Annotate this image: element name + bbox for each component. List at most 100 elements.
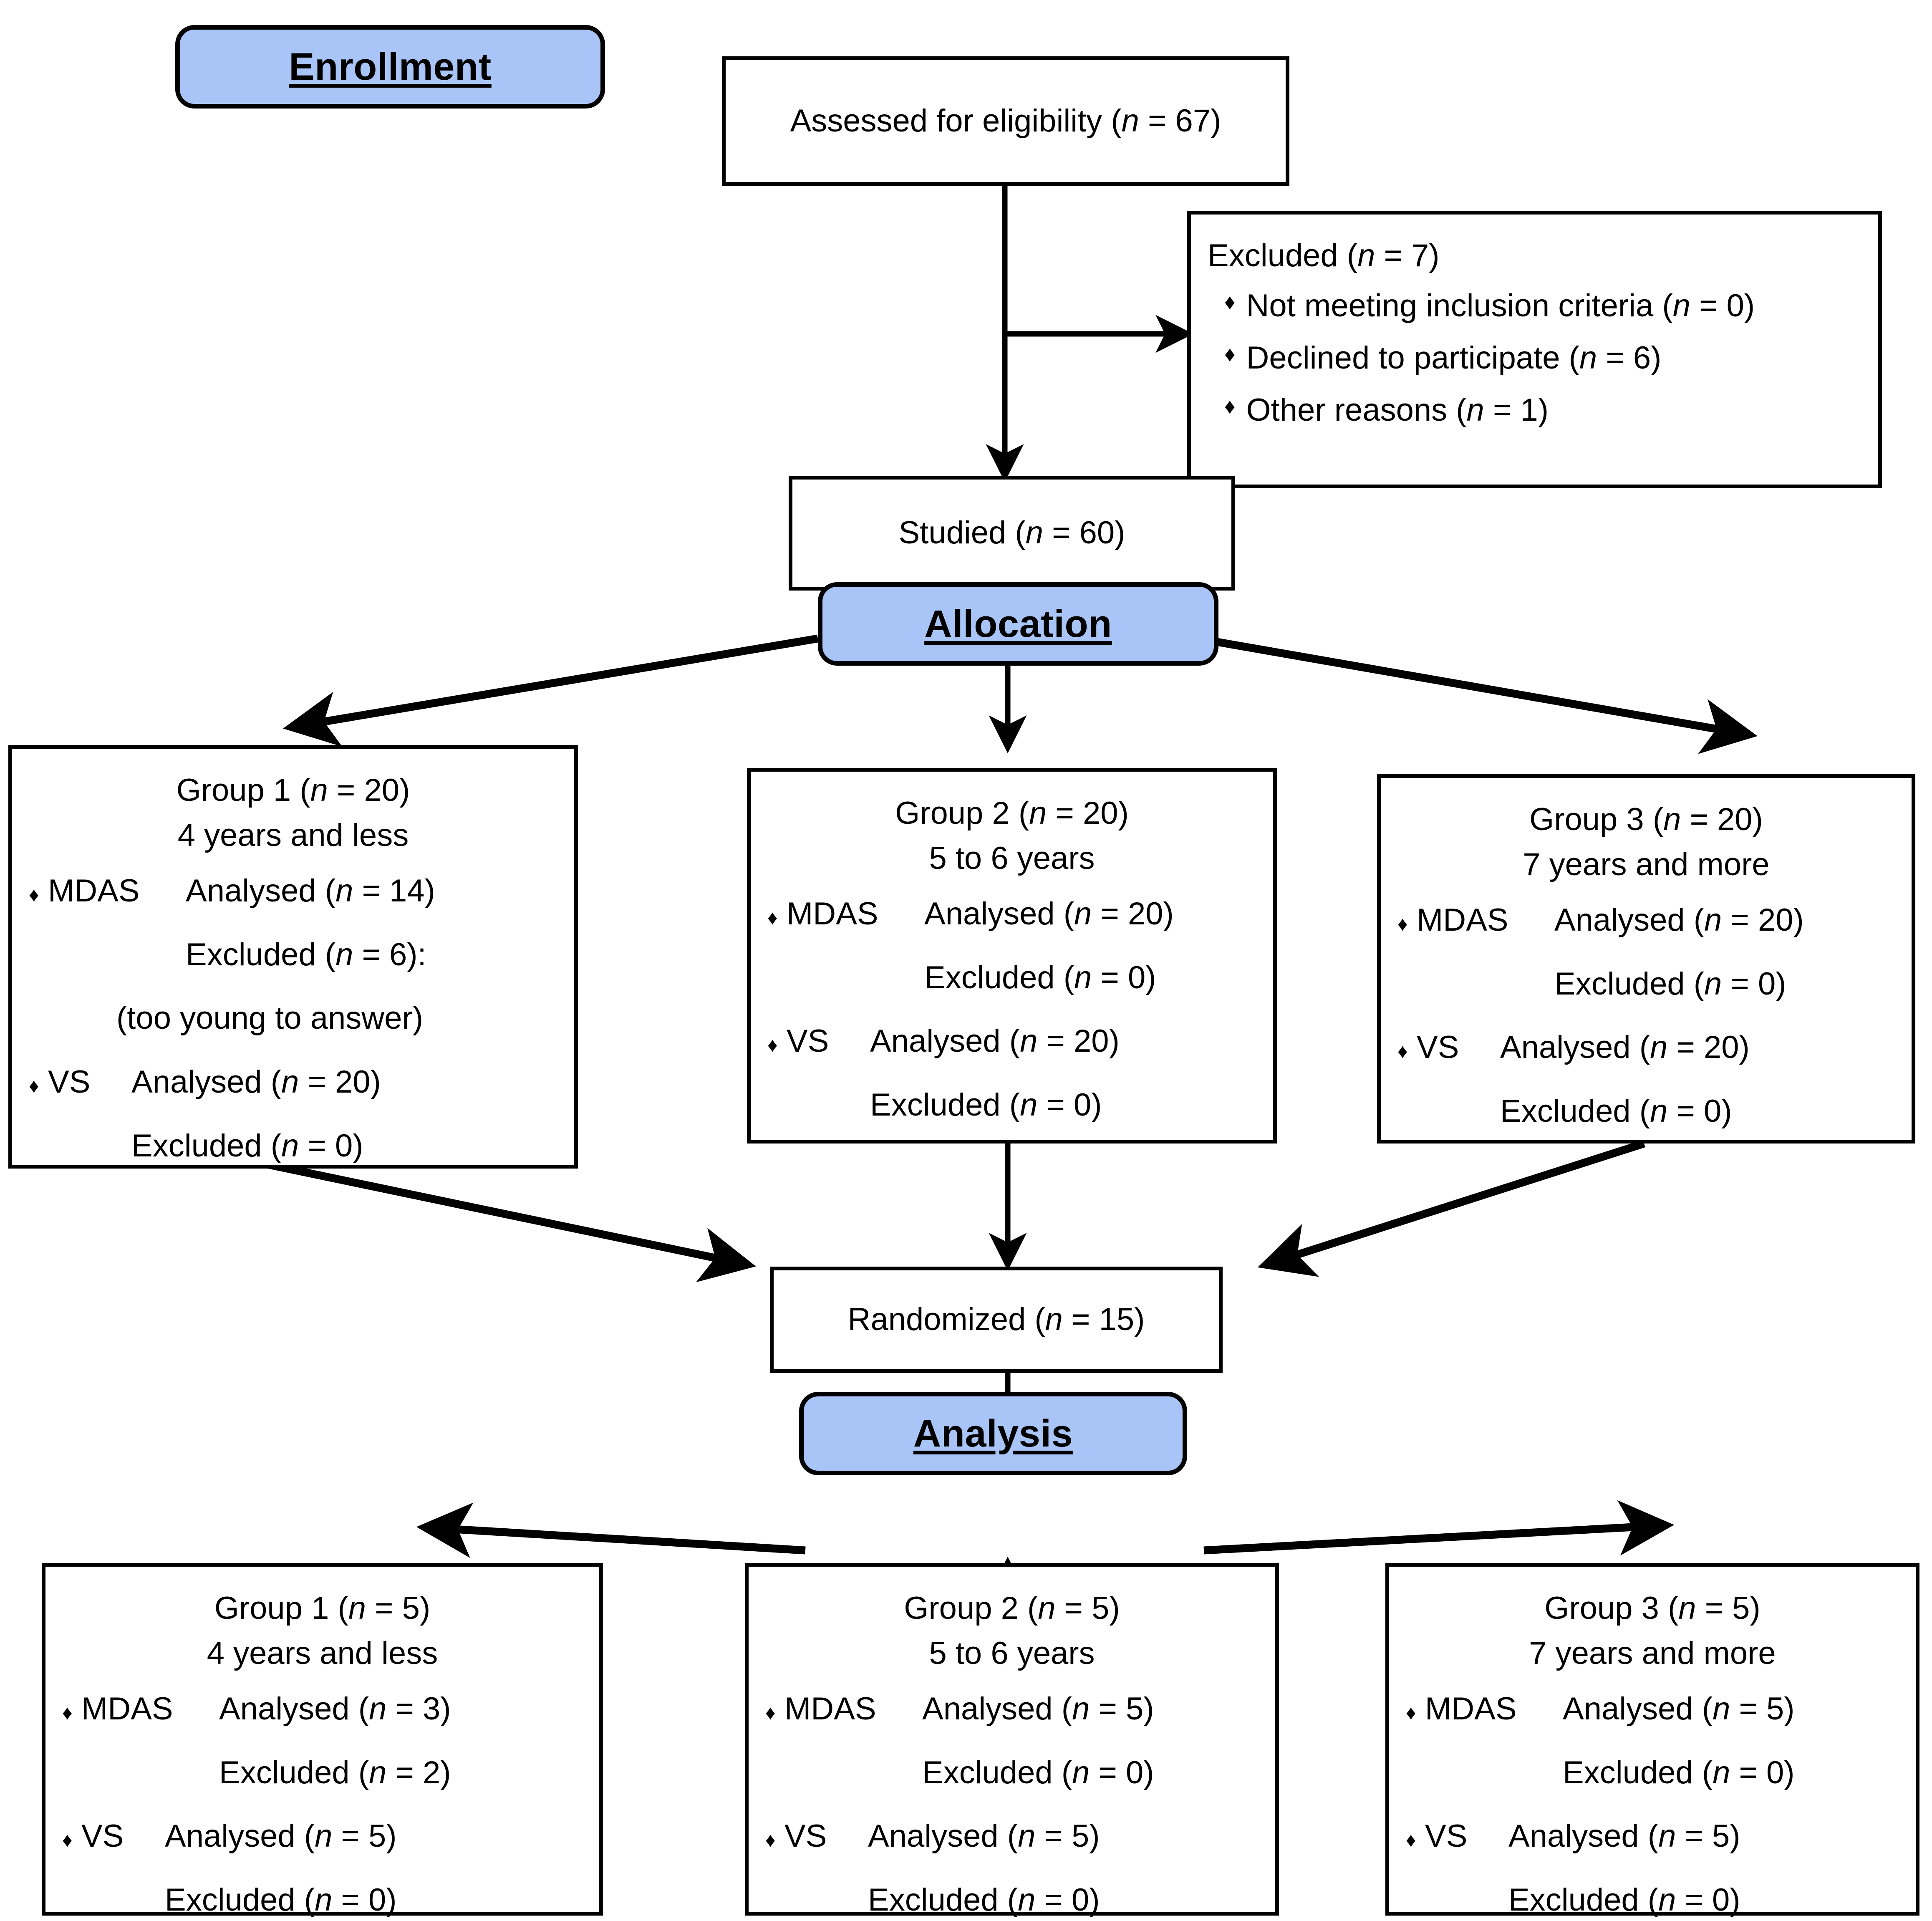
- measure-value: Analysed (n = 5): [1508, 1818, 1740, 1854]
- note-row: (too young to answer): [29, 998, 557, 1039]
- node-analysis-group-2: Group 2 (n = 5) 5 to 6 years ♦ MDAS Anal…: [745, 1563, 1279, 1918]
- measure-row: ♦ VS Analysed (n = 20): [767, 1021, 1256, 1062]
- excluded-row: Excluded (n = 0): [62, 1880, 583, 1921]
- group-rows: ♦ MDAS Analysed (n = 5) Excluded (n = 0)…: [1406, 1689, 1899, 1921]
- excluded-row: Excluded (n = 0): [767, 1085, 1256, 1126]
- excluded-value: Excluded (n = 2): [219, 1754, 451, 1790]
- measure-value: Analysed (n = 5): [922, 1691, 1154, 1727]
- list-item: ♦ Declined to participate (n = 6): [1224, 338, 1861, 379]
- excluded-value: Excluded (n = 0): [868, 1882, 1100, 1918]
- group-age-range: 7 years and more: [1523, 846, 1770, 882]
- connector-group1-to-randomized: [266, 1160, 756, 1282]
- group-age-range: 4 years and less: [207, 1635, 438, 1671]
- excluded-value: Excluded (n = 0): [1500, 1093, 1732, 1129]
- measure-row: ♦ VS Analysed (n = 20): [1397, 1027, 1895, 1068]
- measure-row: ♦ VS Analysed (n = 20): [29, 1062, 557, 1103]
- excluded-value: Excluded (n = 0): [1554, 966, 1786, 1002]
- connector-analysis-to-agroup3: [1203, 1500, 1675, 1556]
- diamond-bullet-icon: ♦: [29, 884, 39, 906]
- note-text: (too young to answer): [116, 1000, 424, 1036]
- measure-value: Analysed (n = 5): [868, 1818, 1100, 1854]
- group-title: Group 2 (n = 20) 5 to 6 years: [895, 795, 1129, 876]
- diamond-bullet-icon: ♦: [62, 1829, 73, 1852]
- excluded-reason-text: Other reasons (n = 1): [1246, 392, 1549, 428]
- group-title: Group 3 (n = 20) 7 years and more: [1523, 802, 1770, 882]
- diamond-bullet-icon: ♦: [62, 1701, 73, 1724]
- excluded-row: Excluded (n = 6):: [29, 934, 557, 976]
- measure-tag: VS: [787, 1023, 829, 1059]
- excluded-row: Excluded (n = 0): [767, 957, 1256, 999]
- diamond-bullet-icon: ♦: [1406, 1829, 1416, 1852]
- measure-row: ♦ MDAS Analysed (n = 20): [767, 894, 1256, 935]
- diamond-bullet-icon: ♦: [765, 1701, 776, 1724]
- group-title: Group 2 (n = 5) 5 to 6 years: [904, 1590, 1120, 1671]
- excluded-row: Excluded (n = 0): [1406, 1880, 1899, 1921]
- measure-row: ♦ MDAS Analysed (n = 5): [765, 1689, 1259, 1730]
- diamond-bullet-icon: ♦: [1397, 1040, 1408, 1063]
- measure-value: Analysed (n = 20): [870, 1023, 1120, 1059]
- group-age-range: 5 to 6 years: [929, 1635, 1095, 1671]
- measure-tag: VS: [1417, 1030, 1459, 1065]
- measure-value: Analysed (n = 20): [924, 896, 1174, 931]
- group-title: Group 1 (n = 20) 4 years and less: [176, 772, 410, 853]
- group-age-range: 7 years and more: [1529, 1635, 1776, 1671]
- excluded-row: Excluded (n = 0): [1406, 1752, 1899, 1794]
- node-excluded: Excluded (n = 7) ♦ Not meeting inclusion…: [1187, 211, 1882, 488]
- measure-tag: VS: [48, 1064, 91, 1100]
- group-rows: ♦ MDAS Analysed (n = 20) Excluded (n = 0…: [1397, 900, 1895, 1132]
- group-rows: ♦ MDAS Analysed (n = 14) Excluded (n = 6…: [29, 871, 557, 1167]
- connector-group3-to-randomized: [1257, 1139, 1645, 1277]
- group-rows: ♦ MDAS Analysed (n = 20) Excluded (n = 0…: [767, 894, 1256, 1126]
- node-studied: Studied (n = 60): [789, 476, 1235, 591]
- excluded-value: Excluded (n = 0): [924, 959, 1156, 995]
- excluded-row: Excluded (n = 2): [62, 1752, 583, 1794]
- measure-tag: VS: [784, 1818, 827, 1854]
- connector-allocation-to-group3: [1197, 634, 1758, 754]
- diamond-bullet-icon: ♦: [767, 1034, 778, 1057]
- diamond-bullet-icon: ♦: [765, 1829, 776, 1852]
- stage-banner-enrollment-label: Enrollment: [289, 45, 492, 88]
- node-randomized-label: Randomized (n = 15): [847, 1302, 1145, 1338]
- list-item: ♦ Other reasons (n = 1): [1224, 390, 1861, 431]
- measure-tag: MDAS: [1425, 1691, 1517, 1727]
- node-assessed-for-eligibility: Assessed for eligibility (n = 67): [722, 56, 1289, 186]
- group-rows: ♦ MDAS Analysed (n = 5) Excluded (n = 0)…: [765, 1689, 1259, 1921]
- stage-banner-analysis-label: Analysis: [913, 1412, 1073, 1455]
- diamond-bullet-icon: ♦: [1224, 394, 1236, 419]
- group-title: Group 1 (n = 5) 4 years and less: [207, 1590, 438, 1671]
- node-assessed-label: Assessed for eligibility (n = 67): [790, 103, 1221, 139]
- excluded-reason-list: ♦ Not meeting inclusion criteria (n = 0)…: [1208, 285, 1861, 431]
- measure-tag: MDAS: [784, 1691, 876, 1727]
- excluded-row: Excluded (n = 0): [765, 1752, 1259, 1794]
- node-allocation-group-1: Group 1 (n = 20) 4 years and less ♦ MDAS…: [8, 745, 578, 1169]
- excluded-value: Excluded (n = 0): [131, 1128, 363, 1164]
- diamond-bullet-icon: ♦: [767, 906, 778, 929]
- measure-row: ♦ MDAS Analysed (n = 5): [1406, 1689, 1899, 1730]
- connector-allocation-to-group1: [283, 634, 819, 747]
- measure-tag: VS: [1425, 1818, 1468, 1854]
- measure-value: Analysed (n = 5): [165, 1818, 397, 1854]
- connector-analysis-to-agroup1: [416, 1502, 806, 1558]
- excluded-reason-text: Declined to participate (n = 6): [1246, 340, 1662, 376]
- node-analysis-group-3: Group 3 (n = 5) 7 years and more ♦ MDAS …: [1385, 1563, 1919, 1918]
- measure-tag: MDAS: [48, 873, 140, 909]
- diamond-bullet-icon: ♦: [1224, 342, 1236, 367]
- node-allocation-group-3: Group 3 (n = 20) 7 years and more ♦ MDAS…: [1377, 774, 1915, 1144]
- measure-tag: MDAS: [787, 896, 878, 931]
- measure-row: ♦ VS Analysed (n = 5): [62, 1816, 583, 1857]
- excluded-row: Excluded (n = 0): [765, 1880, 1259, 1921]
- measure-tag: MDAS: [1417, 902, 1508, 938]
- excluded-value: Excluded (n = 0): [1508, 1882, 1740, 1918]
- group-title: Group 3 (n = 5) 7 years and more: [1529, 1590, 1776, 1671]
- measure-tag: MDAS: [81, 1691, 173, 1727]
- stage-banner-allocation-label: Allocation: [924, 602, 1112, 645]
- diamond-bullet-icon: ♦: [29, 1075, 39, 1098]
- excluded-reason-text: Not meeting inclusion criteria (n = 0): [1246, 288, 1755, 324]
- excluded-title: Excluded (n = 7): [1208, 238, 1440, 273]
- list-item: ♦ Not meeting inclusion criteria (n = 0): [1224, 285, 1861, 327]
- measure-value: Analysed (n = 20): [1554, 902, 1804, 938]
- excluded-row: Excluded (n = 0): [29, 1126, 557, 1167]
- node-randomized: Randomized (n = 15): [770, 1267, 1223, 1373]
